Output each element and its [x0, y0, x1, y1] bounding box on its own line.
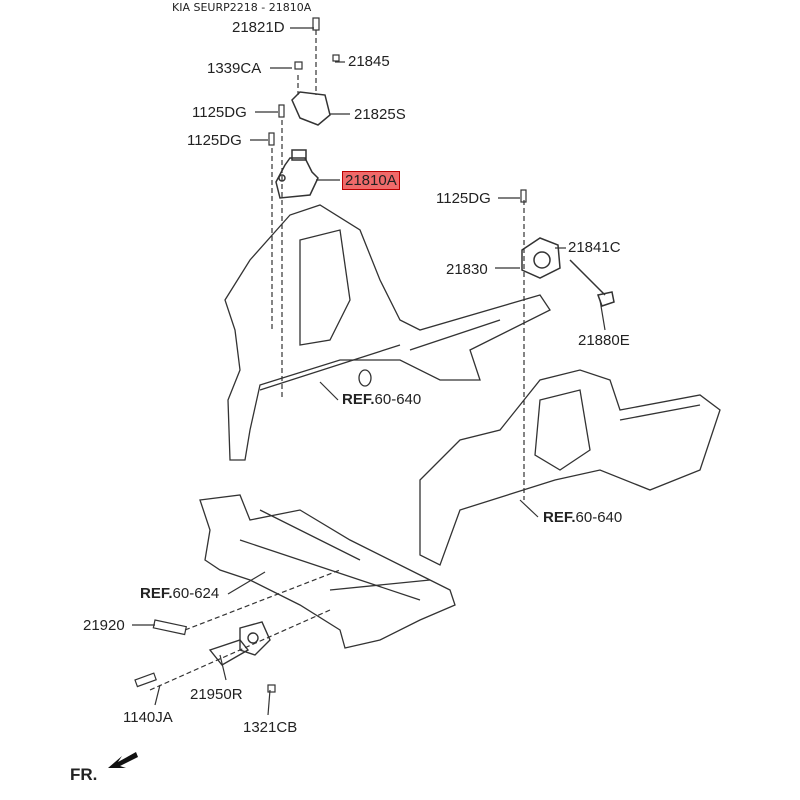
roll-rod-mount: [208, 621, 271, 666]
ref-code: 60-640: [374, 391, 422, 408]
ref-prefix: REF.: [342, 391, 375, 408]
part-label-1339CA[interactable]: 1339CA: [207, 60, 262, 77]
transmission-mount: [521, 237, 615, 307]
solid-leaders: [132, 27, 606, 716]
ref-code: 60-624: [172, 585, 220, 602]
ref-label-60-640-right[interactable]: REF.60-640: [543, 509, 622, 526]
ref-code: 60-640: [575, 509, 623, 526]
right-side-member: [419, 369, 721, 566]
part-label-1125DG[interactable]: 1125DG: [436, 190, 491, 207]
part-label-21825S[interactable]: 21825S: [354, 106, 406, 123]
bolts: [134, 17, 527, 693]
part-label-21841C[interactable]: 21841C: [568, 239, 621, 256]
part-label-21810A-highlighted[interactable]: 21810A: [342, 171, 400, 190]
diagram-header: KIA SEURP2218 - 21810A: [172, 1, 312, 14]
part-label-21950R[interactable]: 21950R: [190, 686, 243, 703]
fr-arrow: [108, 752, 138, 768]
ref-prefix: REF.: [140, 585, 173, 602]
part-label-1321CB[interactable]: 1321CB: [243, 719, 298, 736]
part-label-1125DG[interactable]: 1125DG: [187, 132, 242, 149]
part-label-21821D[interactable]: 21821D: [232, 19, 285, 36]
ref-label-60-640-left[interactable]: REF.60-640: [342, 391, 421, 408]
part-label-21880E[interactable]: 21880E: [578, 332, 630, 349]
part-label-1140JA[interactable]: 1140JA: [123, 709, 173, 726]
left-side-member: [224, 204, 551, 461]
part-label-21830[interactable]: 21830: [446, 261, 488, 278]
part-label-21845[interactable]: 21845: [348, 53, 390, 70]
ref-label-60-624[interactable]: REF.60-624: [140, 585, 219, 602]
engine-mount-bracket: [275, 91, 331, 199]
front-direction-label: FR.: [70, 765, 98, 784]
part-label-1125DG[interactable]: 1125DG: [192, 104, 247, 121]
part-label-21920[interactable]: 21920: [83, 617, 125, 634]
ref-prefix: REF.: [543, 509, 576, 526]
subframe: [199, 494, 456, 649]
